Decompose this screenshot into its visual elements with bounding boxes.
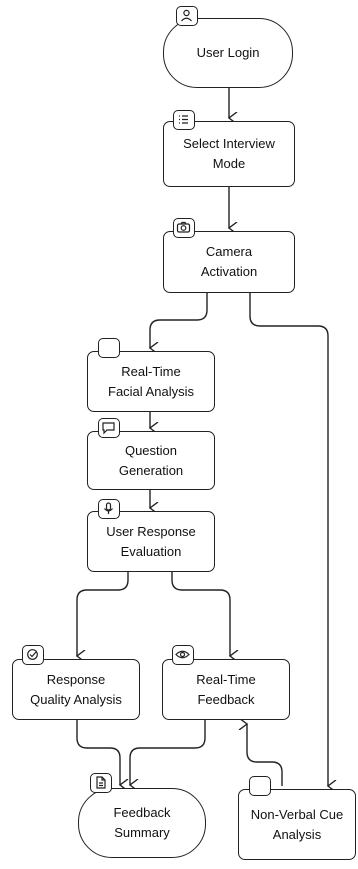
node-user-login: User Login [163,18,293,88]
edge-response-eval-to-realtime-feedback [171,572,230,656]
node-camera-activation: Camera Activation [163,231,295,293]
node-label: Real-Time Facial Analysis [108,363,194,399]
node-question-generation: Question Generation [87,431,215,490]
node-user-response-evaluation: User Response Evaluation [87,511,215,572]
user-icon [176,6,198,26]
edge-camera-to-nonverbal [249,293,328,786]
camera-icon [173,218,195,238]
node-facial-analysis: Real-Time Facial Analysis [87,351,215,412]
node-label: Non-Verbal Cue Analysis [250,806,344,842]
edge-camera-to-facial-analysis [150,293,208,348]
edge-quality-to-summary [76,720,120,785]
node-non-verbal-cue-analysis: Non-Verbal Cue Analysis [238,789,356,860]
node-label: User Login [196,45,260,60]
node-response-quality-analysis: Response Quality Analysis [12,659,140,720]
node-label: Real-Time Feedback [196,671,256,707]
check-circle-icon [22,645,44,665]
blank-icon [249,776,271,796]
node-label: Feedback Summary [113,805,171,840]
edge-response-eval-to-quality [77,572,129,656]
blank-icon [98,338,120,358]
node-realtime-feedback: Real-Time Feedback [162,659,290,720]
node-feedback-summary: Feedback Summary [78,788,206,858]
node-label: Camera Activation [200,244,258,279]
node-select-interview-mode: Select Interview Mode [163,121,295,187]
node-label: Response Quality Analysis [30,671,122,707]
edge-realtime-feedback-to-summary [130,720,206,785]
microphone-icon [98,499,120,519]
node-label: Question Generation [118,442,184,478]
list-icon [173,110,195,130]
eye-icon [172,645,194,665]
edge-nonverbal-to-realtime-feedback [247,724,283,786]
chat-bubble-icon [98,418,120,438]
document-icon [90,773,112,793]
node-label: Select Interview Mode [183,136,275,171]
node-label: User Response Evaluation [106,523,196,559]
